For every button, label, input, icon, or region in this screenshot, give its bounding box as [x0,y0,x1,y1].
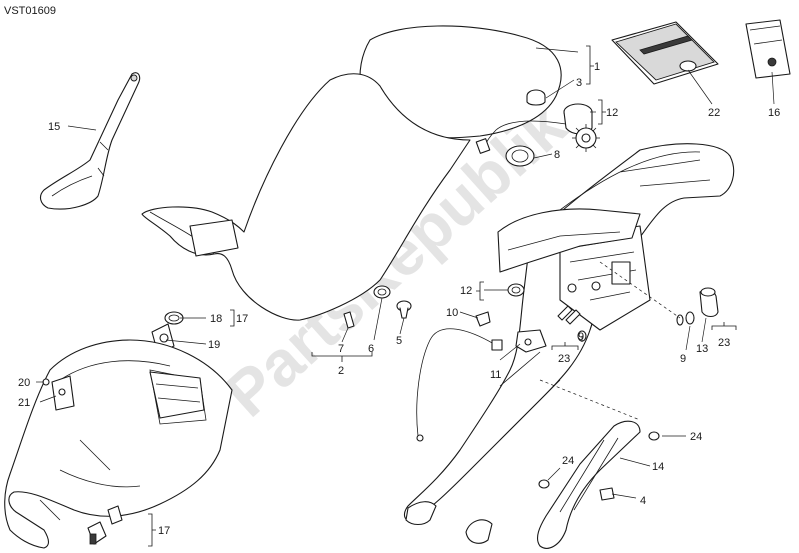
callout-23-right[interactable]: 23 [718,337,730,349]
part-18-cap[interactable] [164,311,184,325]
part-15-grab-handle[interactable] [39,72,141,210]
part-13-rubber-pad[interactable] [699,287,719,318]
callouts: 1 2 3 4 5 6 7 8 9 9 10 11 12 12 13 14 15… [18,61,780,537]
part-8-wiring-harness[interactable] [475,120,567,167]
part-3-rubber-buffer[interactable] [526,89,546,106]
callout-11[interactable]: 11 [490,369,501,381]
callout-17-upper[interactable]: 17 [236,313,248,325]
callout-9-left[interactable]: 9 [578,331,584,343]
part-11-seat-lock-cable[interactable] [416,328,547,442]
callout-10[interactable]: 10 [446,307,458,319]
callout-8[interactable]: 8 [554,149,560,161]
callout-9-right[interactable]: 9 [680,353,686,365]
callout-13[interactable]: 13 [696,343,708,355]
callout-4[interactable]: 4 [640,495,646,507]
part-9-washer-right[interactable] [676,311,695,326]
callout-14[interactable]: 14 [652,461,664,473]
callout-2[interactable]: 2 [338,365,344,377]
drawing-code: VST01609 [4,5,56,17]
callout-19[interactable]: 19 [208,339,220,351]
callout-3[interactable]: 3 [576,77,582,89]
callout-6[interactable]: 6 [368,343,374,355]
part-1-seat[interactable] [141,25,562,321]
callout-24-upper[interactable]: 24 [690,431,702,443]
callout-16[interactable]: 16 [768,107,780,119]
part-17-lock-assembly[interactable] [87,505,123,545]
callout-21[interactable]: 21 [18,397,30,409]
callout-15[interactable]: 15 [48,121,60,133]
callout-18[interactable]: 18 [210,313,222,325]
part-5-screw[interactable] [396,300,412,319]
part-14-side-cover[interactable] [537,420,641,549]
gear-icon [572,124,600,152]
part-4-clip[interactable] [599,487,615,501]
callout-23-left[interactable]: 23 [558,353,570,365]
part-16-sticker-packet[interactable] [745,19,791,79]
callout-5[interactable]: 5 [396,335,402,347]
leader-lines [36,47,775,499]
part-24-screw-upper[interactable] [648,431,660,441]
under-seat-tray[interactable] [497,208,641,273]
callout-20[interactable]: 20 [18,377,30,389]
part-22-tool-kit-pouch[interactable] [611,21,719,85]
part-21-plate[interactable] [51,375,75,411]
callout-1[interactable]: 1 [594,61,600,73]
callout-12-lower[interactable]: 12 [460,285,472,297]
callout-12-upper[interactable]: 12 [606,107,618,119]
callout-22[interactable]: 22 [708,107,720,119]
part-24-screw-lower[interactable] [538,479,550,489]
part-23-screw-left[interactable] [557,305,581,325]
part-7-clip[interactable] [343,311,355,329]
part-10-bolt[interactable] [475,311,491,327]
part-12-grommet-lower[interactable] [507,283,525,297]
callout-24-lower[interactable]: 24 [562,455,574,467]
callout-17-lower[interactable]: 17 [158,525,170,537]
callout-7[interactable]: 7 [338,343,344,355]
part-6-bushing[interactable] [373,285,391,299]
braces [148,45,737,547]
